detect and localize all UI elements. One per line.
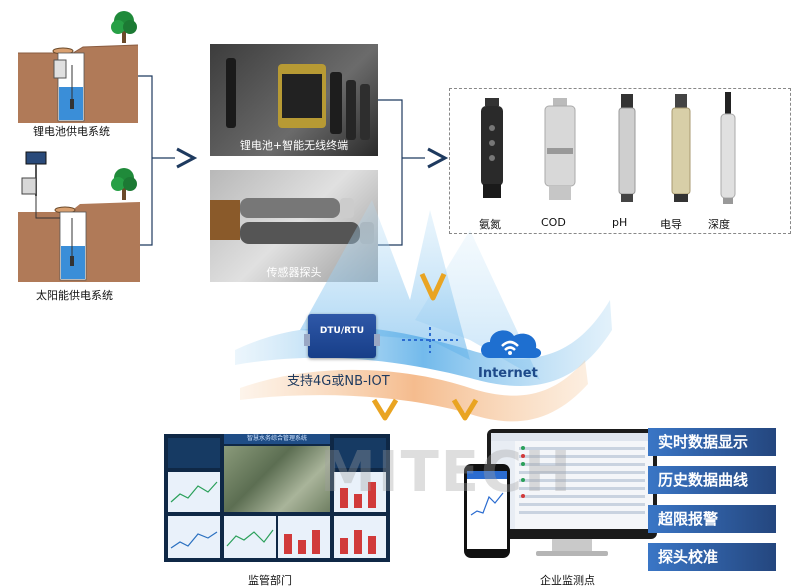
feature-alarm: 超限报警	[648, 505, 776, 533]
solar-well-illustration	[18, 151, 140, 282]
phone-chart	[470, 492, 504, 516]
desktop-data-rows	[519, 446, 645, 514]
desktop-toolbar	[491, 433, 653, 441]
phone-header	[467, 471, 507, 479]
sensor-label-cod: COD	[541, 216, 566, 229]
phone-screen	[467, 471, 507, 549]
dotted-link	[402, 327, 458, 353]
feature-calibration: 探头校准	[648, 543, 776, 571]
monitor-base	[536, 551, 608, 556]
feature-history: 历史数据曲线	[648, 466, 776, 494]
arrow-down-icon-3	[451, 398, 479, 421]
sensor-label-depth: 深度	[708, 218, 730, 231]
terminal-caption: 锂电池+智能无线终端	[239, 139, 349, 152]
lithium-system-caption: 锂电池供电系统	[33, 125, 110, 138]
dtu-connector-right	[374, 334, 380, 346]
arrow-down-icon-2	[371, 398, 399, 421]
dtu-label: DTU/RTU	[319, 326, 365, 336]
dashboard-title: 智慧水务综合管理系统	[224, 434, 330, 444]
sensor-label-conductivity: 电导	[660, 218, 682, 231]
dashboard-panel-list	[334, 438, 386, 468]
ammonia-probe-icon	[481, 98, 503, 198]
sensor-panel	[449, 88, 791, 234]
supervision-caption: 监管部门	[248, 574, 292, 587]
probe-device-icon	[210, 198, 374, 244]
arrow-right-icon-1	[176, 147, 198, 169]
supervision-dashboard: 智慧水务综合管理系统	[164, 434, 390, 562]
watermark: MITECH	[320, 440, 573, 505]
internet-label: Internet	[478, 366, 538, 381]
dashboard-panel-chart-3	[224, 516, 276, 558]
arrow-right-icon-2	[427, 147, 449, 169]
enterprise-caption: 企业监测点	[540, 574, 595, 587]
lithium-well-illustration	[18, 11, 139, 123]
cloud-wifi-icon	[481, 330, 542, 358]
probe-caption: 传感器探头	[266, 266, 322, 279]
feature-realtime: 实时数据显示	[648, 428, 776, 456]
sensor-label-ph: pH	[612, 216, 628, 229]
dashboard-panel-chart-2	[168, 516, 220, 558]
dashboard-panel-info	[168, 438, 220, 468]
sensor-probes	[481, 92, 736, 204]
cod-probe-icon	[544, 98, 576, 200]
sensor-label-ammonia: 氨氮	[479, 218, 501, 231]
monitor-neck	[552, 539, 592, 551]
arrow-down-icon-1	[419, 272, 447, 301]
dtu-device: DTU/RTU	[304, 314, 380, 358]
terminal-photo: 锂电池+智能无线终端	[210, 44, 378, 156]
probe-photo: 传感器探头	[210, 170, 378, 282]
dtu-connector-left	[304, 334, 310, 346]
conductivity-probe-icon	[671, 94, 691, 202]
terminal-device-icon	[226, 58, 370, 140]
desktop-monitor	[487, 429, 657, 539]
ph-probe-icon	[618, 94, 636, 202]
depth-probe-icon	[720, 92, 736, 204]
solar-system-caption: 太阳能供电系统	[36, 289, 113, 302]
dashboard-panel-bars-2	[334, 472, 386, 512]
dashboard-map	[224, 446, 330, 512]
dashboard-panel-bars-1	[278, 516, 330, 558]
network-support-text: 支持4G或NB-IOT	[287, 374, 390, 389]
dashboard-panel-bars-3	[334, 516, 386, 558]
dashboard-panel-chart-1	[168, 472, 220, 512]
phone	[464, 464, 510, 558]
